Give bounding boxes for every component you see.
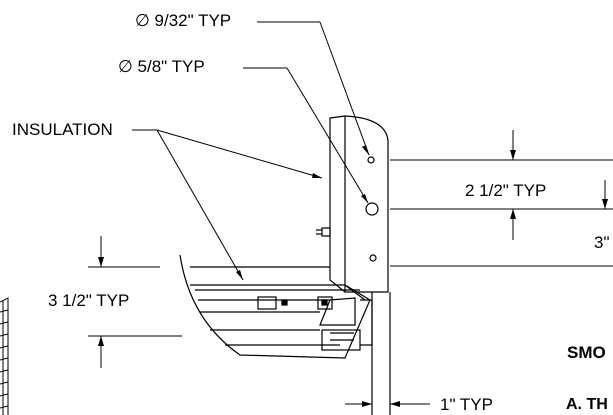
bracket-block-2 <box>317 296 333 310</box>
hole-large <box>365 202 379 216</box>
hole-small-2 <box>369 254 377 262</box>
leaders <box>132 21 370 281</box>
dim-1-arrows <box>362 401 400 407</box>
horizontal-member <box>179 254 371 359</box>
dim-2-1-2 <box>390 130 613 240</box>
vertical-plate <box>329 115 389 293</box>
bracket-nut-2 <box>321 299 328 306</box>
dim-3-1-2 <box>88 236 182 368</box>
member-diagonal <box>344 284 366 301</box>
notes-heading: SMO <box>567 343 606 362</box>
bracket-block-1 <box>257 296 277 310</box>
hole-small-label: ∅ 9/32" TYP <box>135 11 232 30</box>
lower-bracket-detail <box>330 299 373 346</box>
dim-2-1-2-label: 2 1/2" TYP <box>465 181 547 200</box>
left-grid-partial <box>0 297 9 415</box>
dim-3-1-2-arrows <box>98 257 104 346</box>
hole-large-label: ∅ 5/8" TYP <box>118 57 205 76</box>
lower-bracket <box>321 329 361 351</box>
bracket-nut-1 <box>281 299 288 306</box>
note-a: A. TH <box>566 396 608 413</box>
dim-3-1-2-label: 3 1/2" TYP <box>48 291 130 310</box>
bracket-angle <box>319 297 356 326</box>
dim-3-label: 3" <box>594 233 610 252</box>
plate-bolt <box>316 227 331 237</box>
dim-3-arrow <box>602 199 608 209</box>
dim-2-1-2-arrows <box>510 150 516 219</box>
insulation-label: INSULATION <box>12 120 113 139</box>
leader-arrowheads <box>236 145 369 280</box>
dim-1-label: 1" TYP <box>440 395 493 414</box>
hole-small-1 <box>367 156 375 164</box>
